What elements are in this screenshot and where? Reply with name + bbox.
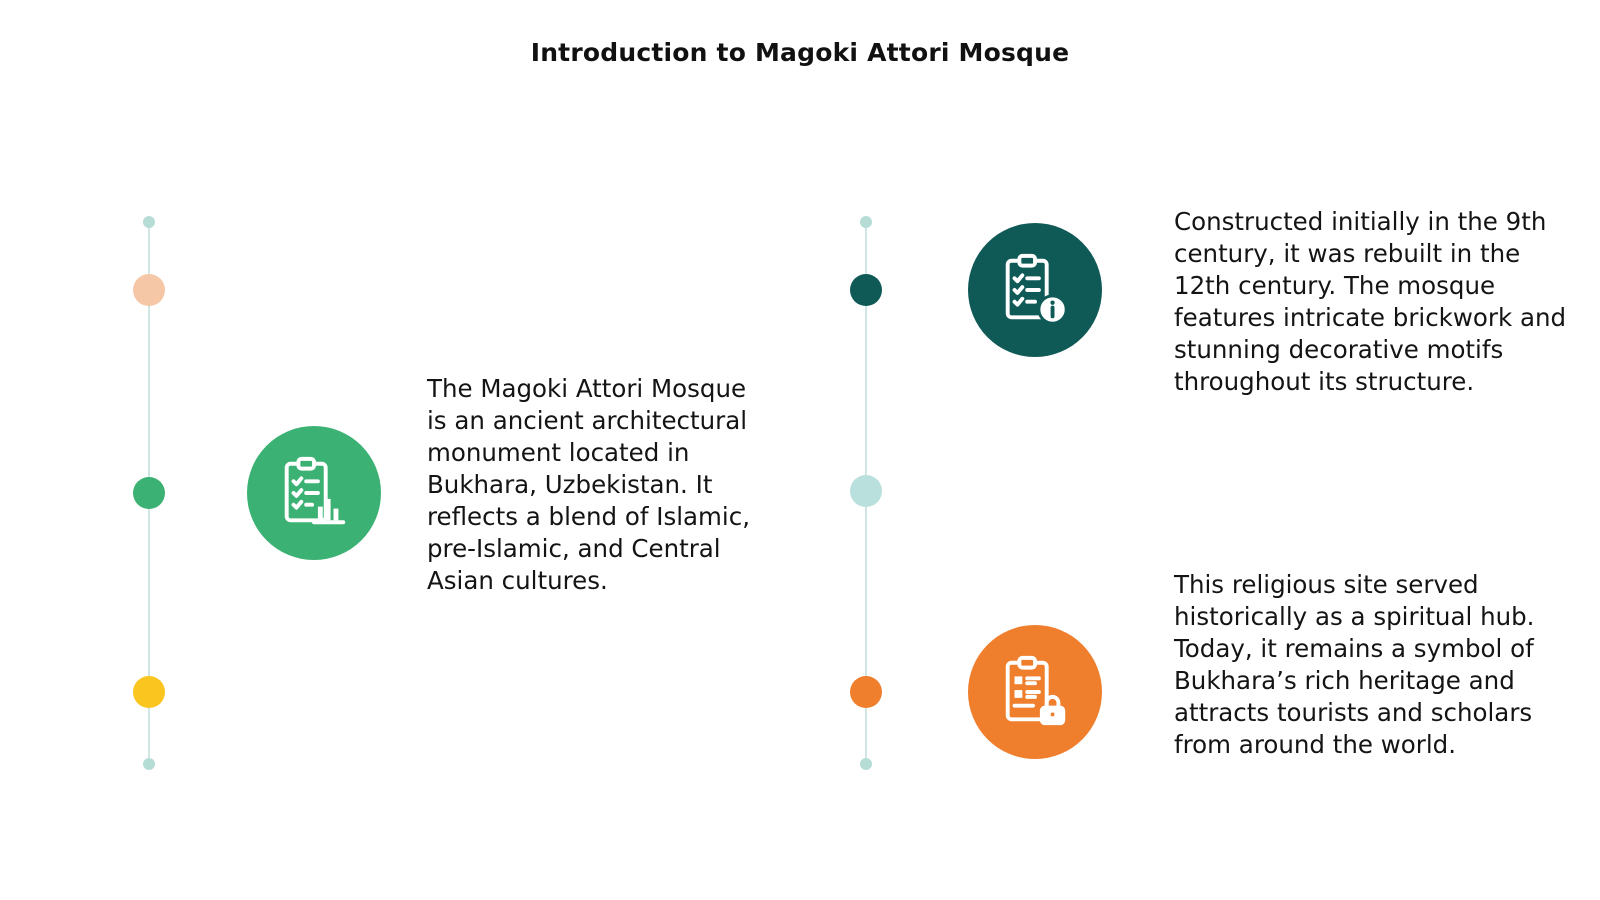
right-timeline-dot-mint <box>850 475 882 507</box>
right-timeline-dot-orange <box>850 676 882 708</box>
item-text-3: This religious site served historically … <box>1174 570 1535 759</box>
page-title: Introduction to Magoki Attori Mosque <box>530 38 1070 67</box>
right-timeline-dot-teal <box>850 274 882 306</box>
clipboard-lock-icon <box>1005 655 1066 726</box>
clipboard-chart-icon-circle <box>247 426 381 560</box>
clipboard-info-icon <box>1005 253 1068 325</box>
clipboard-chart-icon <box>284 456 346 525</box>
clipboard-info-icon-circle <box>968 223 1102 357</box>
left-timeline-dot-yellow <box>133 676 165 708</box>
right-timeline-top-cap <box>860 216 872 228</box>
item-text-1: The Magoki Attori Mosque is an ancient a… <box>427 374 750 595</box>
left-timeline-dot-peach <box>133 274 165 306</box>
right-timeline-bottom-cap <box>860 758 872 770</box>
left-timeline-bottom-cap <box>143 758 155 770</box>
clipboard-lock-icon-circle <box>968 625 1102 759</box>
left-timeline-dot-green <box>133 477 165 509</box>
item-text-2: Constructed initially in the 9th century… <box>1174 207 1567 396</box>
left-timeline-top-cap <box>143 216 155 228</box>
